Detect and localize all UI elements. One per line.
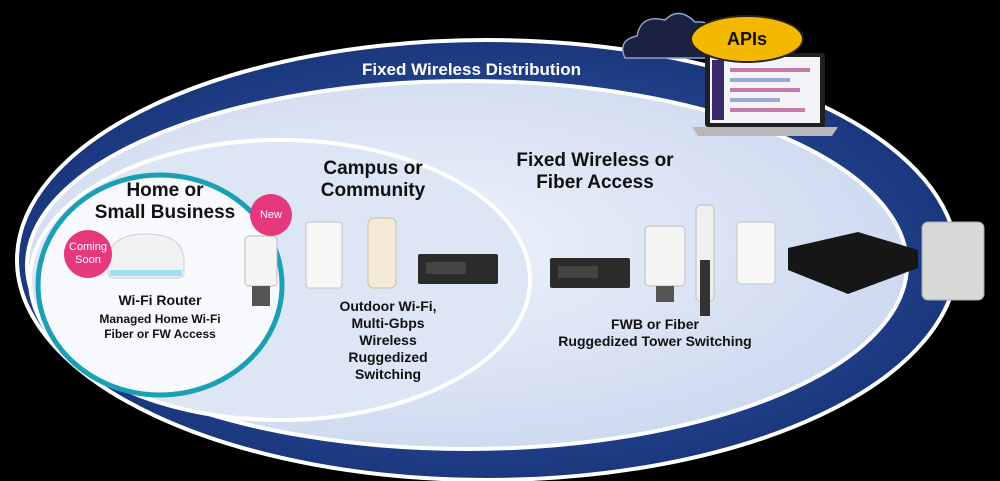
wifi-router-image <box>107 233 185 279</box>
home-ellipse <box>35 172 285 398</box>
rugged-enclosure-image <box>921 221 985 301</box>
router-label: Wi-Fi Router <box>118 292 202 308</box>
fwa-tall-antenna-image <box>695 204 715 316</box>
campus-sector-antenna-image <box>367 217 397 289</box>
band-title: Fixed Wireless Distribution <box>362 60 581 79</box>
fwa-switch-image <box>550 258 630 288</box>
apis-label: APIs <box>726 28 768 49</box>
fwa-ap-image <box>736 221 776 285</box>
laptop-icon <box>692 53 838 136</box>
campus-ap-image <box>305 221 343 289</box>
apis-badge: APIs <box>690 15 804 63</box>
campus-switch-image <box>418 254 498 284</box>
outdoor-ap-new-image <box>244 235 278 306</box>
fwa-gateway-image <box>788 232 918 294</box>
badge-new: New <box>250 194 292 236</box>
fwa-outdoor-ap-image <box>644 225 686 302</box>
